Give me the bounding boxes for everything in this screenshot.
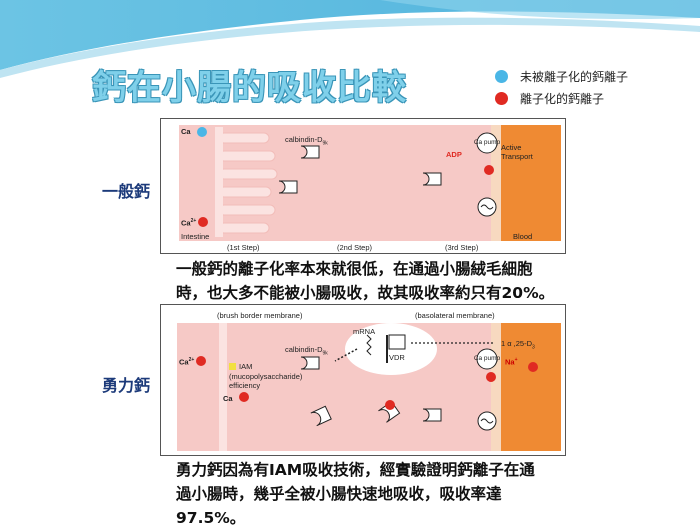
diagram2-iam: IAM [239,362,253,371]
header-swoosh-decoration [0,0,700,78]
diagram2-na: Na+ [505,357,518,367]
legend-blue-dot [495,70,508,83]
section2-diagram-art [177,323,561,451]
diagram2-mrna: mRNA [353,327,376,336]
diagram1-adp: ADP [446,150,462,159]
section1-label: 一般鈣 [102,182,151,201]
diagram2-ca: Ca [223,394,233,403]
diagram2-brush-border: (brush border membrane) [217,311,303,320]
legend-label-unionized: 未被離子化的鈣離子 [520,70,629,84]
diagram2-vdr: VDR [389,353,405,362]
diagram2-basolateral: (basolateral membrane) [415,311,495,320]
diagram2-iam-desc2: efficiency [229,381,261,390]
diagram1-intestine: Intestine [181,232,210,241]
diagram2-iam-desc1: (mucopolysaccharide) [229,372,303,381]
section1-diagram: Ca Ca2+ Intestine calbindin-D9k ADP Ca p… [160,118,566,254]
legend-red-dot [495,92,508,105]
section1-desc-line2: 時，也大多不能被小腸吸收，故其吸收率約只有20%。 [176,284,555,302]
section1-diagram-art [179,125,561,241]
diagram2-ca2plus: Ca2+ [179,357,195,367]
section2-description: 勇力鈣因為有IAM吸收技術，經實驗證明鈣離子在通 過小腸時，幾乎全被小腸快速地吸… [176,458,606,530]
legend-label-ionized: 離子化的鈣離子 [520,92,605,106]
diagram1-calbindin: calbindin-D9k [285,135,328,147]
diagram1-ca2plus: Ca2+ [181,218,197,228]
section2-label: 勇力鈣 [102,376,151,395]
section2-diagram: (brush border membrane) (basolateral mem… [160,304,566,456]
section1-description: 一般鈣的離子化率本來就很低，在通過小腸絨毛細胞 時，也大多不能被小腸吸收，故其吸… [176,257,606,305]
page-title: 鈣在小腸的吸收比較 [92,68,407,108]
section2-desc-line2: 過小腸時，幾乎全被小腸快速地吸收，吸收率達 [176,485,502,503]
diagram2-ca-pump: Ca pump [473,355,501,362]
diagram2-vitd: 1 α ,25-D3 [501,339,535,351]
diagram1-ca: Ca [181,127,191,136]
diagram2-calbindin: calbindin-D9k [285,345,328,357]
section1-desc-line1: 一般鈣的離子化率本來就很低，在通過小腸絨毛細胞 [176,260,533,278]
section2-desc-line3: 97.5%。 [176,509,246,527]
diagram1-blood: Blood [513,232,533,241]
diagram1-active-transport: Active Transport [501,143,533,161]
diagram1-step1: (1st Step) [227,243,260,252]
diagram1-ca-pump: Ca pump [473,139,501,146]
diagram1-step2: (2nd Step) [337,243,373,252]
section2-desc-line1: 勇力鈣因為有IAM吸收技術，經實驗證明鈣離子在通 [176,461,535,479]
diagram1-step3: (3rd Step) [445,243,479,252]
